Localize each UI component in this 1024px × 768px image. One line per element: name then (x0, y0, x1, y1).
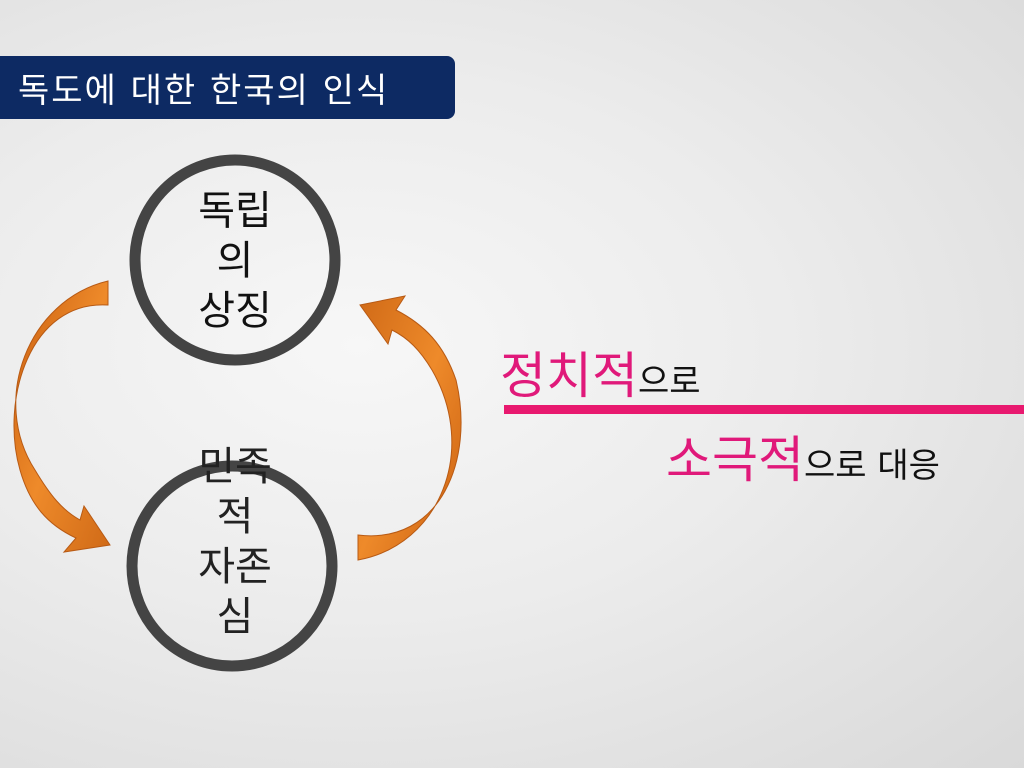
slide-title-text: 독도에 대한 한국의 인식 (18, 71, 390, 111)
circle-label-line: 심 (216, 594, 254, 640)
cycle-arrow-right (357, 295, 462, 561)
circle-label-national-pride: 민족 적 자존 심 (160, 442, 310, 642)
cycle-diagram (13, 154, 462, 672)
circle-label-line: 의 (216, 238, 254, 284)
circle-independence (129, 154, 341, 366)
circle-label-independence: 독립 의 상징 (160, 186, 310, 336)
statement-passive-response: 소극적으로 대응 (666, 420, 940, 492)
circle-label-line: 독립 (198, 188, 272, 234)
statement-political: 정치적으로 (500, 336, 701, 408)
divider-line (504, 405, 1024, 414)
statement-emphasis: 소극적 (666, 431, 804, 489)
circle-label-line: 상징 (198, 288, 272, 334)
circle-label-line: 민족 (198, 444, 272, 490)
cycle-arrow-left (13, 280, 111, 553)
statement-suffix: 으로 (638, 362, 701, 402)
statement-suffix: 으로 대응 (804, 446, 940, 486)
circle-label-line: 적 (216, 494, 254, 540)
slide-title: 독도에 대한 한국의 인식 (0, 56, 455, 119)
circle-label-line: 자존 (198, 544, 272, 590)
circle-national-pride (126, 460, 338, 672)
statement-emphasis: 정치적 (500, 347, 638, 405)
